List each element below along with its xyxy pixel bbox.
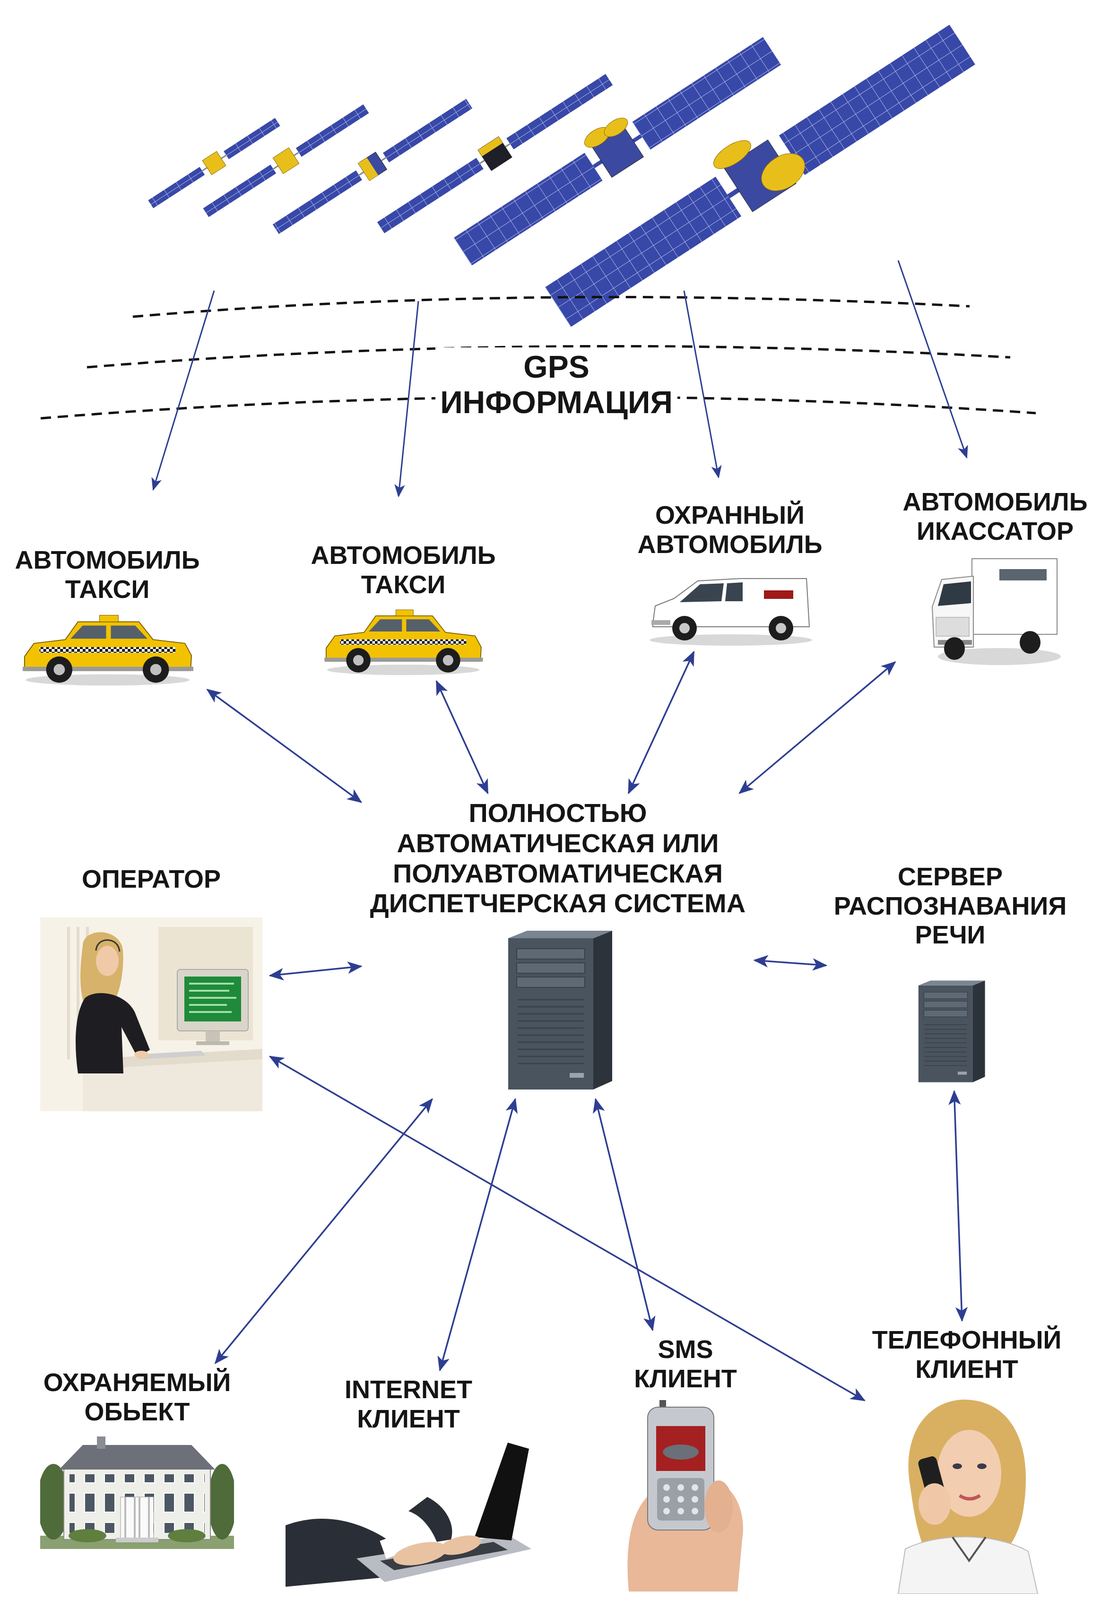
gps-band: GPS ИНФОРМАЦИЯ — [435, 347, 678, 423]
satellites — [203, 164, 277, 217]
node-picture — [619, 1397, 752, 1592]
satellites — [223, 117, 281, 160]
satellites — [272, 147, 299, 174]
satellites — [545, 176, 742, 328]
satellite-signal-arrows — [153, 290, 215, 490]
satellite-signal-arrows — [898, 260, 967, 458]
client-node: ТЕЛЕФОННЫЙ КЛИЕНТ — [867, 1323, 1067, 1596]
node-picture — [324, 609, 483, 676]
satellite-signal-arrows — [684, 290, 719, 478]
vehicle-node: АВТОМОБИЛЬ ТАКСИ — [306, 538, 501, 679]
connector-arrow — [628, 651, 694, 794]
satellites — [269, 95, 475, 239]
satellites — [295, 104, 370, 157]
node-picture — [891, 1390, 1043, 1595]
connector-arrow — [754, 960, 827, 966]
connector-arrow — [953, 1091, 963, 1321]
node-picture — [928, 550, 1062, 669]
satellites — [632, 36, 781, 150]
client-node: ОХРАНЯЕМЫЙ ОБЬЕКТ — [35, 1366, 239, 1552]
satellites — [272, 170, 363, 235]
vehicle-node: АВТОМОБИЛЬ ИКАССАТОР — [898, 485, 1093, 671]
satellites — [358, 157, 379, 182]
node-picture — [37, 1436, 237, 1550]
dispatch-system: ПОЛНОСТЬЮ АВТОМАТИЧЕСКАЯ ИЛИ ПОЛУАВТОМАТ… — [364, 796, 752, 1097]
node-picture — [645, 564, 815, 648]
node-label: GPS ИНФОРМАЦИЯ — [440, 349, 673, 421]
node-picture — [40, 1430, 235, 1550]
satellites — [377, 157, 484, 234]
node-picture — [898, 1399, 1038, 1595]
node-label: АВТОМОБИЛЬ ТАКСИ — [311, 540, 496, 599]
satellites — [477, 136, 503, 157]
connector-arrow — [595, 1099, 653, 1331]
node-picture — [649, 578, 813, 646]
node-label: СЕРВЕР РАСПОЗНАВАНИЯ РЕЧИ — [833, 862, 1067, 950]
speech-server: СЕРВЕР РАСПОЗНАВАНИЯ РЕЧИ — [829, 860, 1072, 1089]
satellites — [534, 8, 977, 330]
node-picture — [321, 604, 486, 677]
gps-signal-arcs — [132, 296, 970, 317]
satellite-signal-arrows — [153, 260, 967, 497]
node-label: АВТОМОБИЛЬ ТАКСИ — [15, 545, 200, 604]
satellites — [453, 152, 603, 266]
node-picture — [22, 615, 193, 686]
node-picture — [912, 978, 989, 1087]
connector-arrow — [269, 1056, 865, 1401]
node-picture — [627, 1400, 743, 1592]
connector-layer — [207, 651, 963, 1401]
node-label: ПОЛНОСТЬЮ АВТОМАТИЧЕСКАЯ ИЛИ ПОЛУАВТОМАТ… — [368, 797, 747, 919]
node-label: SMS КЛИЕНТ — [633, 1335, 737, 1394]
node-picture — [508, 930, 613, 1090]
vehicle-node: ОХРАННЫЙ АВТОМОБИЛЬ — [632, 498, 828, 650]
node-picture — [20, 609, 195, 688]
node-label: ОПЕРАТОР — [81, 864, 221, 894]
node-label: ОХРАННЫЙ АВТОМОБИЛЬ — [637, 500, 823, 559]
node-picture — [285, 1442, 532, 1587]
satellites — [202, 151, 226, 175]
satellites — [446, 25, 783, 268]
satellites — [200, 100, 372, 221]
connector-arrow — [439, 1099, 516, 1371]
client-node: INTERNET КЛИЕНТ — [280, 1373, 537, 1594]
satellites — [477, 136, 512, 171]
satellites — [358, 152, 388, 182]
node-picture — [285, 1440, 532, 1592]
connector-arrow — [739, 662, 895, 794]
satellite-signal-arrows — [398, 301, 419, 497]
node-label: ТЕЛЕФОННЫЙ КЛИЕНТ — [872, 1325, 1062, 1384]
satellites — [146, 114, 283, 212]
satellites — [147, 166, 205, 209]
node-label: ОХРАНЯЕМЫЙ ОБЬЕКТ — [43, 1368, 232, 1427]
node-picture — [40, 917, 263, 1112]
satellites — [382, 98, 473, 163]
node-picture — [932, 558, 1061, 666]
node-label: INTERNET КЛИЕНТ — [344, 1375, 473, 1434]
operator-node: ОПЕРАТОР — [35, 862, 268, 1114]
satellites — [754, 146, 812, 199]
node-label: АВТОМОБИЛЬ ИКАССАТОР — [902, 487, 1088, 546]
node-picture — [40, 917, 263, 1112]
node-picture — [498, 928, 617, 1095]
satellites — [779, 24, 976, 175]
connector-arrow — [207, 689, 362, 803]
client-node: SMS КЛИЕНТ — [614, 1333, 757, 1594]
connector-arrow — [269, 966, 362, 976]
connector-arrow — [436, 681, 488, 794]
connector-arrow — [215, 1099, 433, 1364]
vehicle-node: АВТОМОБИЛЬ ТАКСИ — [10, 543, 205, 690]
node-picture — [918, 980, 986, 1083]
satellites — [709, 135, 755, 175]
satellites — [146, 8, 977, 330]
satellites — [600, 114, 631, 141]
